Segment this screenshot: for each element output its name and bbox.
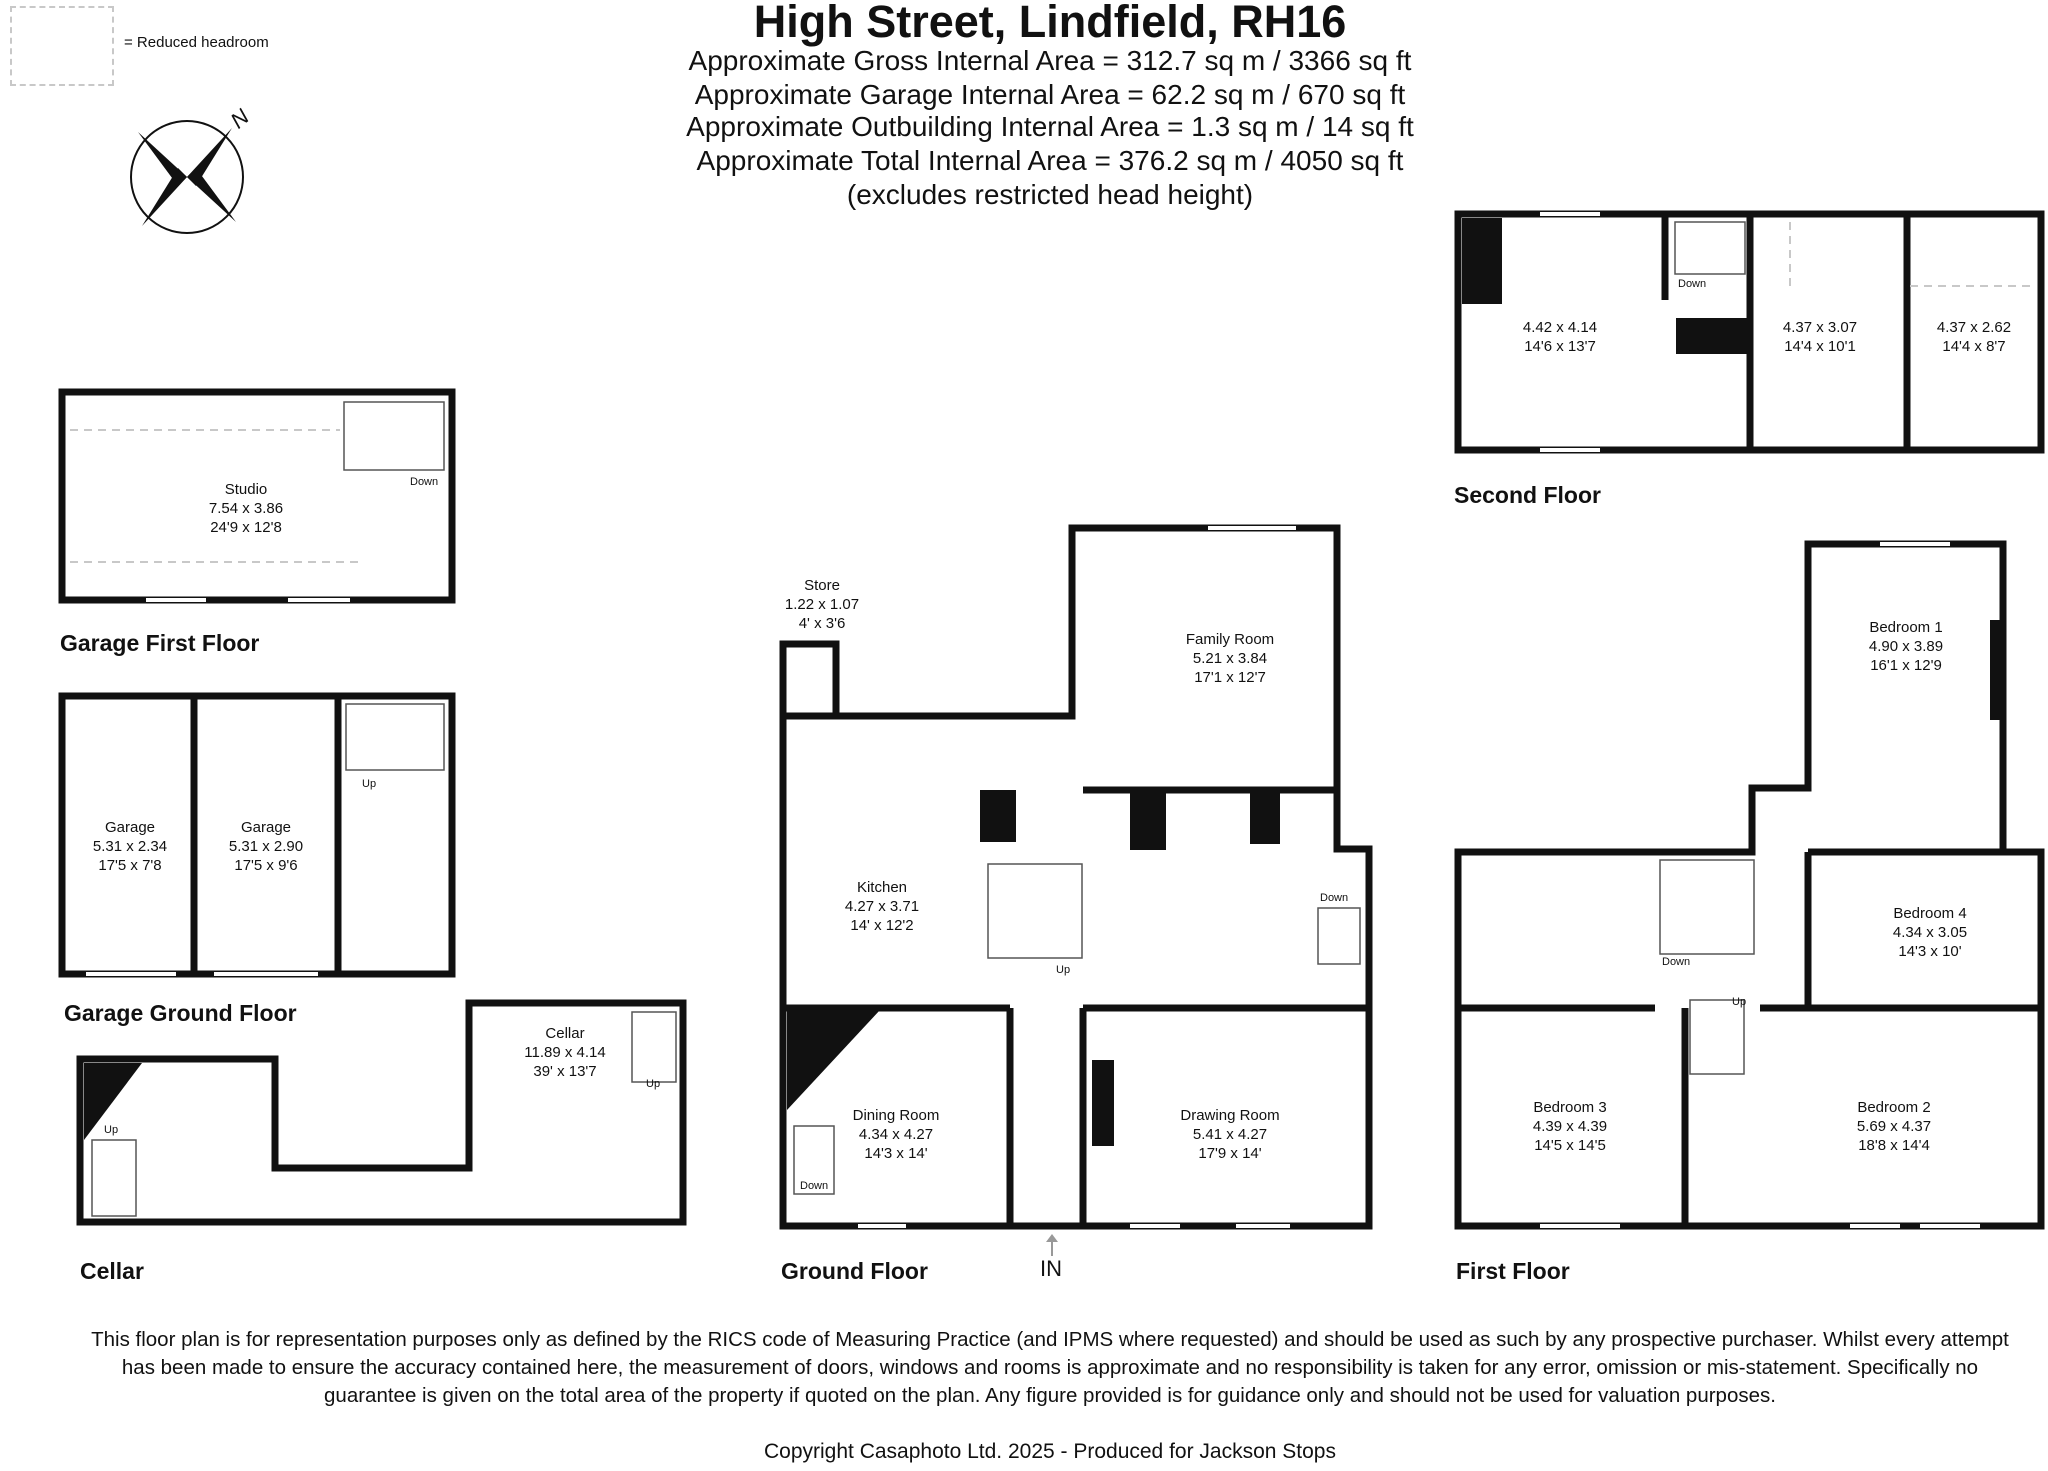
- ground-stairs-down-label: Down: [1320, 892, 1349, 904]
- cellar-stairs-left: [91, 1139, 137, 1217]
- label-garage-first-floor: Garage First Floor: [60, 630, 260, 656]
- chimney-drawing-room: [1092, 1060, 1114, 1146]
- ground-side-stairs: [1317, 907, 1361, 965]
- area-outbuilding: Approximate Outbuilding Internal Area = …: [686, 111, 1414, 142]
- ground-stairs-up-label: Up: [1056, 964, 1071, 976]
- first-floor-stairs-down-label: Down: [1662, 956, 1691, 968]
- chimney-bedroom1: [1990, 620, 2003, 720]
- second-floor-stairs: [1674, 221, 1746, 275]
- compass-icon: [130, 120, 244, 234]
- first-floor-walls: [1454, 540, 2045, 1230]
- chimney-dining-room: [787, 1010, 880, 1110]
- garage-stairs-up-label: Up: [362, 778, 377, 790]
- first-floor-stairs: [1659, 859, 1755, 955]
- copyright-text: Copyright Casaphoto Ltd. 2025 - Produced…: [763, 1440, 1336, 1463]
- property-title: High Street, Lindfield, RH16: [753, 0, 1347, 47]
- studio-stairs: [343, 401, 445, 471]
- cellar-solid: [84, 1063, 142, 1140]
- label-cellar: Cellar: [80, 1258, 144, 1284]
- first-floor-up-stairs: [1689, 999, 1745, 1075]
- first-floor-stairs-up-label: Up: [1732, 996, 1747, 1008]
- chimney-stack-second: [1676, 318, 1748, 354]
- cellar-stairs-up-label-2: Up: [646, 1078, 661, 1090]
- area-gross: Approximate Gross Internal Area = 312.7 …: [688, 45, 1412, 76]
- chimney-family-room: [1130, 790, 1166, 850]
- cellar-stairs-right: [631, 1011, 677, 1083]
- area-total: Approximate Total Internal Area = 376.2 …: [696, 145, 1404, 176]
- entrance-arrow-icon: [1046, 1234, 1058, 1256]
- chimney-second-floor: [1462, 218, 1502, 304]
- area-note: (excludes restricted head height): [846, 179, 1254, 210]
- store-walls: [779, 640, 840, 720]
- label-first-floor: First Floor: [1456, 1258, 1570, 1284]
- second-floor-stairs-down-label: Down: [1678, 278, 1707, 290]
- cellar-stairs-up-label: Up: [104, 1124, 119, 1136]
- legend-text: = Reduced headroom: [124, 34, 269, 51]
- studio-walls: [58, 388, 456, 604]
- label-ground-floor: Ground Floor: [781, 1258, 928, 1284]
- dining-stairs: [793, 1125, 835, 1195]
- area-garage: Approximate Garage Internal Area = 62.2 …: [694, 79, 1406, 110]
- ground-main-stairs: [987, 863, 1083, 959]
- cellar-walls: [76, 999, 687, 1226]
- studio-stairs-down-label: Down: [410, 476, 439, 488]
- chimney-family-room-2: [1250, 790, 1280, 844]
- label-second-floor: Second Floor: [1454, 482, 1601, 508]
- label-garage-ground-floor: Garage Ground Floor: [64, 1000, 297, 1026]
- chimney-hall: [980, 790, 1016, 842]
- garage-stairs: [345, 703, 445, 771]
- dining-stairs-down-label: Down: [800, 1180, 829, 1192]
- entrance-label: IN: [1040, 1256, 1062, 1281]
- reduced-headroom-swatch: [10, 6, 114, 86]
- disclaimer-text: This floor plan is for representation pu…: [91, 1328, 2009, 1407]
